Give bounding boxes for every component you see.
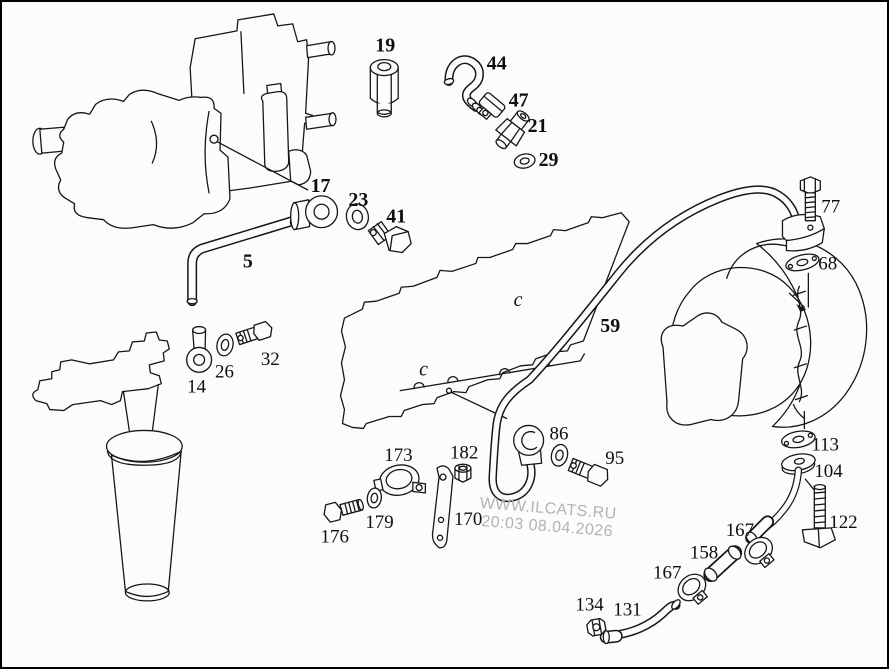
- part-label-170: 170: [454, 509, 482, 530]
- part-label-167-lower: 167: [653, 563, 681, 584]
- part-19-hex-spacer: [369, 59, 399, 118]
- part-label-182: 182: [450, 442, 478, 463]
- part-label-41: 41: [386, 206, 406, 228]
- part-77-bolt-and-flange: [781, 176, 825, 252]
- part-label-19: 19: [375, 35, 395, 57]
- part-label-134: 134: [575, 594, 604, 615]
- part-label-173: 173: [384, 445, 412, 466]
- part-label-68: 68: [818, 253, 837, 274]
- part-label-17: 17: [311, 175, 331, 197]
- engine-block-drawing: [189, 13, 337, 194]
- part-label-122: 122: [829, 512, 857, 533]
- part-176-bolt: [323, 498, 364, 523]
- part-59-oil-feed-pipe: [488, 185, 801, 503]
- fuel-filter-drawing: [32, 331, 183, 602]
- watermark: WWW.ILCATS.RU 20:03 08.04.2026: [479, 495, 617, 540]
- part-label-86: 86: [550, 423, 569, 444]
- turbocharger-drawing: [660, 238, 868, 428]
- part-label-5: 5: [243, 250, 253, 272]
- part-label-77: 77: [821, 197, 840, 218]
- part-label-113: 113: [811, 434, 839, 455]
- part-label-23: 23: [348, 189, 368, 211]
- part-label-47: 47: [509, 89, 529, 111]
- part-32-hollow-screw: [235, 320, 273, 346]
- part-167-clamp-lower: [677, 573, 708, 605]
- part-170-bracket-strap: [431, 465, 454, 549]
- part-label-26: 26: [215, 362, 234, 383]
- engine-side-plate-drawing: [339, 212, 630, 430]
- injection-pump-drawing: [32, 89, 231, 229]
- leader-line-17: [209, 134, 309, 191]
- part-131-pipe: [599, 599, 681, 645]
- part-label-32: 32: [261, 349, 280, 370]
- part-14-banjo: [186, 325, 213, 373]
- part-182-nut: [454, 463, 472, 483]
- part-label-21: 21: [528, 115, 548, 137]
- part-86-banjo-and-seal: [513, 424, 569, 467]
- part-44-elbow-hose: [443, 55, 486, 116]
- part-label-95: 95: [605, 448, 624, 469]
- part-173-clamp: [373, 464, 427, 496]
- part-23-seal-ring: [345, 203, 370, 231]
- part-label-131: 131: [613, 599, 641, 620]
- plate-mark-c2: c: [419, 359, 428, 381]
- part-47-clamp: [478, 92, 506, 120]
- part-95-hollow-screw: [567, 457, 609, 487]
- part-179-washer: [366, 487, 383, 509]
- part-label-167-upper: 167: [726, 520, 754, 541]
- part-label-29: 29: [539, 149, 559, 171]
- part-label-14: 14: [187, 377, 206, 398]
- part-label-179: 179: [365, 512, 393, 533]
- part-41-hollow-screw: [367, 221, 412, 254]
- part-104-return-pipe: [745, 453, 823, 545]
- part-122-bolt: [801, 483, 836, 549]
- part-68-gasket: [785, 253, 820, 313]
- plate-mark-c1: c: [514, 289, 523, 311]
- part-158-hose: [703, 545, 743, 583]
- part-134-nut: [586, 617, 607, 637]
- part-label-104: 104: [814, 461, 843, 482]
- part-21-union-fitting: [495, 110, 530, 150]
- part-label-158: 158: [690, 543, 718, 564]
- part-label-59: 59: [600, 315, 620, 337]
- part-26-seal-ring: [216, 333, 234, 357]
- part-29-seal-ring: [513, 153, 536, 169]
- part-167-clamp-upper: [744, 536, 775, 569]
- part-label-44: 44: [487, 53, 507, 75]
- part-17-banjo: [290, 195, 339, 231]
- part-label-176: 176: [321, 527, 349, 548]
- part-113-gasket: [781, 410, 816, 449]
